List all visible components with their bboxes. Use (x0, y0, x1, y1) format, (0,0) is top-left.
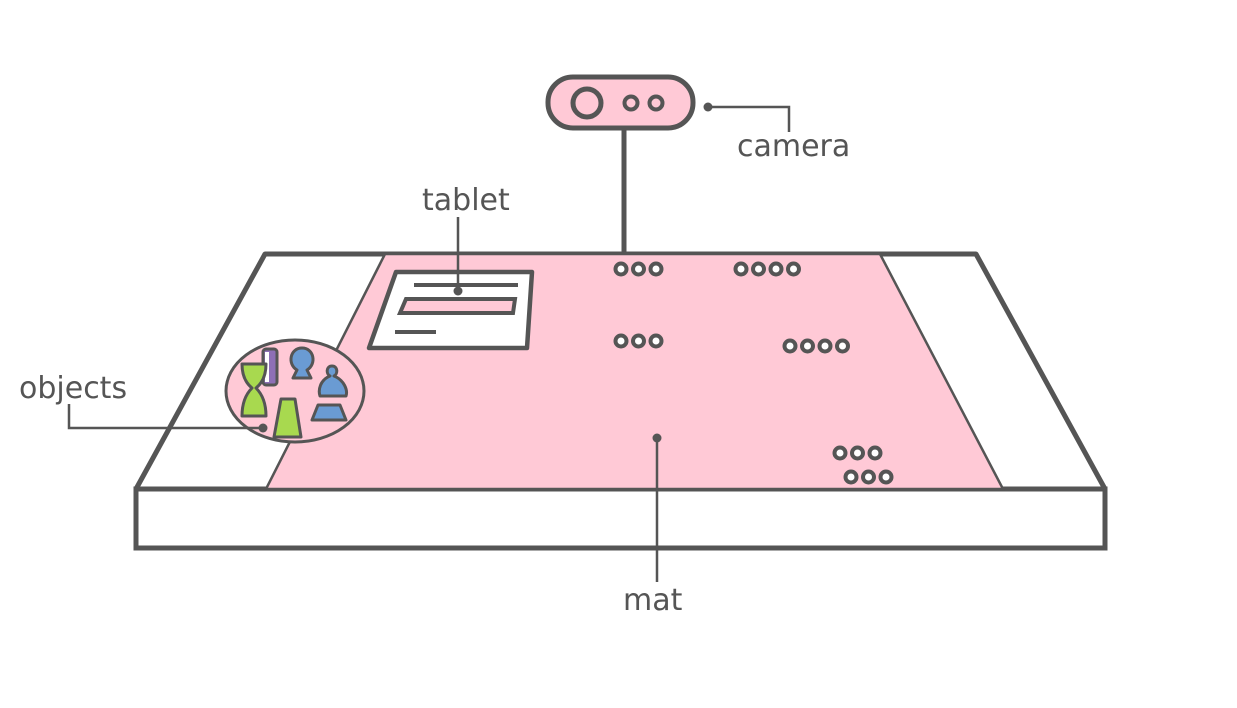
dots-row-middle-right (782, 338, 850, 354)
marker-dot (631, 333, 646, 349)
table-front (133, 486, 1108, 551)
green-hourglass-object (240, 362, 268, 418)
marker-dot (850, 445, 865, 461)
marker-dots (613, 261, 894, 485)
camera-lens (570, 86, 604, 120)
camera-label: camera (737, 129, 850, 164)
marker-dot (613, 261, 629, 277)
camera-leader (708, 105, 791, 132)
marker-dot (843, 469, 859, 485)
marker-dot (768, 261, 784, 277)
marker-dot (648, 261, 664, 277)
marker-dot (786, 261, 801, 277)
camera-body (545, 74, 696, 131)
blue-pawn-object (317, 364, 348, 398)
marker-dot (733, 261, 749, 277)
tablet-input-box (396, 297, 518, 315)
marker-dot (782, 338, 798, 354)
camera-assembly (545, 74, 696, 254)
mat-surface (263, 252, 1006, 491)
tablet-label: tablet (422, 183, 510, 218)
green-cup-object (272, 397, 303, 439)
tablet-leader-dot (453, 286, 463, 296)
dots-row-bottom-lower (843, 469, 894, 485)
blue-head-object (289, 346, 315, 380)
marker-dot (648, 333, 664, 349)
dots-row-top-left (613, 261, 664, 277)
blue-bowl-object (310, 403, 348, 422)
marker-dot (817, 338, 833, 354)
tablet-device (366, 269, 535, 351)
marker-dot (613, 333, 629, 349)
marker-dot (751, 261, 766, 277)
dots-row-top-right (733, 261, 801, 277)
camera-leader-dot (703, 102, 713, 112)
objects-group (224, 338, 366, 444)
leader-lines (67, 102, 791, 582)
camera-sensor-1 (622, 94, 640, 112)
marker-dot (631, 261, 646, 277)
camera-sensor-2 (647, 94, 665, 112)
mat-leader-dot (652, 433, 662, 443)
marker-dot (832, 445, 848, 461)
objects-leader (67, 404, 263, 430)
objects-label: objects (19, 371, 127, 406)
dots-row-bottom-upper (832, 445, 883, 461)
dots-row-middle-left (613, 333, 664, 349)
marker-dot (861, 469, 876, 485)
marker-dot (867, 445, 883, 461)
objects-leader-dot (258, 423, 268, 433)
marker-dot (878, 469, 894, 485)
marker-dot (835, 338, 850, 354)
mat-label: mat (623, 583, 683, 618)
marker-dot (800, 338, 815, 354)
